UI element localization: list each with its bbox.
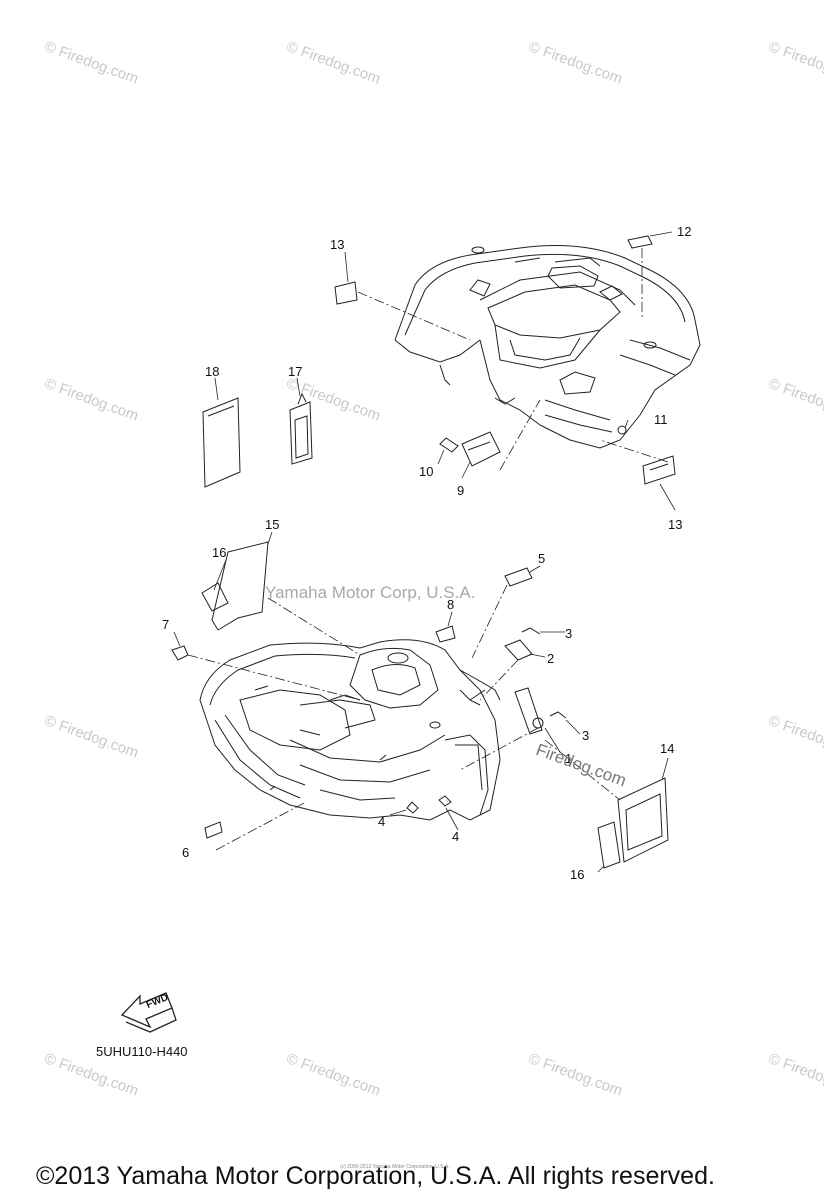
decal-8 xyxy=(435,625,456,643)
diagram-code: 5UHU110-H440 xyxy=(96,1044,188,1059)
part-4b xyxy=(438,795,452,807)
rear-fender-drawing xyxy=(394,245,701,449)
callout-5: 5 xyxy=(538,551,546,566)
callout-16: 16 xyxy=(570,867,585,882)
copyright-notice: ©2013 Yamaha Motor Corporation, U.S.A. A… xyxy=(36,1162,715,1190)
callout-8: 8 xyxy=(447,597,455,612)
callout-13: 13 xyxy=(330,237,345,252)
screw-3-lower xyxy=(549,711,567,719)
decal-15 xyxy=(211,541,269,631)
callout-16: 16 xyxy=(212,545,227,560)
callout-11: 11 xyxy=(654,412,668,427)
fwd-arrow-drawing xyxy=(120,992,177,1033)
callout-6: 6 xyxy=(182,845,190,860)
emblem-14 xyxy=(617,777,669,863)
decal-13-lower xyxy=(642,455,676,485)
callout-3: 3 xyxy=(565,626,573,641)
bracket xyxy=(514,687,543,735)
plate-2 xyxy=(504,639,533,661)
part-4a xyxy=(406,801,419,814)
small-copyright: (c) 2000-2013 Yamaha Motor Corporation, … xyxy=(340,1164,450,1170)
callout-12: 12 xyxy=(677,224,692,239)
callout-9: 9 xyxy=(457,483,465,498)
part-10 xyxy=(439,437,459,453)
callout-3: 3 xyxy=(582,728,590,743)
callout-13: 13 xyxy=(668,517,683,532)
callout-7: 7 xyxy=(162,617,170,632)
center-watermark: Yamaha Motor Corp, U.S.A. xyxy=(265,583,476,602)
callout-1: 1 xyxy=(565,751,573,766)
decal-5 xyxy=(504,567,533,587)
callout-4: 4 xyxy=(452,829,460,844)
callout-4: 4 xyxy=(378,814,386,829)
callout-15: 15 xyxy=(265,517,280,532)
front-fender-drawing xyxy=(199,639,501,821)
callout-17: 17 xyxy=(288,364,303,379)
decal-16-upper xyxy=(201,582,229,612)
part-11 xyxy=(617,425,627,435)
decal-13-upper xyxy=(334,281,358,305)
screw-3-upper xyxy=(521,627,541,635)
decal-6 xyxy=(204,821,223,839)
callout-18: 18 xyxy=(205,364,220,379)
label-18 xyxy=(202,397,241,488)
decal-12 xyxy=(627,235,653,249)
decal-16-lower xyxy=(597,821,621,869)
callout-14: 14 xyxy=(660,741,675,756)
part-7 xyxy=(171,645,189,661)
plate-9 xyxy=(461,431,501,467)
label-17 xyxy=(289,401,313,465)
callout-10: 10 xyxy=(419,464,434,479)
callout-2: 2 xyxy=(547,651,555,666)
